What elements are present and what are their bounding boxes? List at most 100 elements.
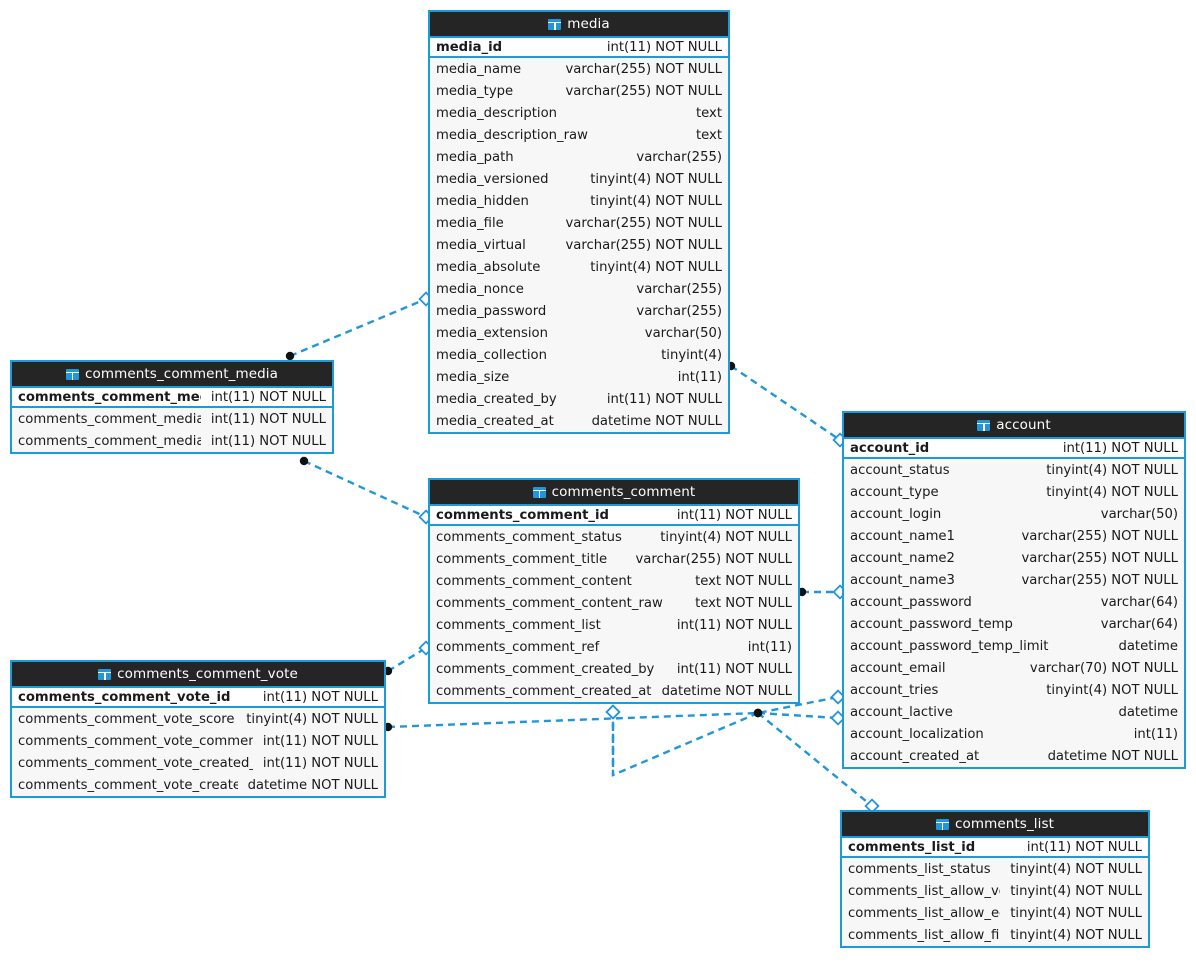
column-row[interactable]: comments_list_allow_votingtinyint(4) NOT… <box>842 880 1148 902</box>
column-type: tinyint(4) NOT NULL <box>660 529 792 545</box>
column-type: varchar(50) <box>644 325 722 341</box>
column-row[interactable]: account_name1 varchar(255) NOT NULL <box>844 525 1184 547</box>
column-type: varchar(64) <box>1100 594 1178 610</box>
column-name: media_name <box>436 61 522 77</box>
column-name: media_absolute <box>436 259 541 275</box>
column-row[interactable]: media_description_raw text <box>430 124 728 146</box>
table-header-comments_comment_vote[interactable]: comments_comment_vote <box>12 662 384 686</box>
column-type: int(11) NOT NULL <box>262 689 378 705</box>
table-header-comments_list[interactable]: comments_list <box>842 812 1148 836</box>
table-header-comments_comment[interactable]: comments_comment <box>430 480 798 504</box>
column-name: comments_comment_vote_id <box>18 689 231 705</box>
table-columns: comments_comment_media_srcint(11) NOT NU… <box>12 408 332 452</box>
table-icon <box>935 818 949 830</box>
table-title: account <box>996 417 1051 433</box>
column-name: media_description_raw <box>436 127 588 143</box>
column-type: tinyint(4) NOT NULL <box>1046 484 1178 500</box>
column-row[interactable]: comments_comment_vote_created_atdatetime… <box>12 774 384 796</box>
column-name: account_name1 <box>850 528 955 544</box>
table-header-comments_comment_media[interactable]: comments_comment_media <box>12 362 332 386</box>
column-name: media_extension <box>436 325 548 341</box>
column-type: tinyint(4) NOT NULL <box>1010 883 1142 899</box>
relationship-line <box>730 365 841 441</box>
column-row[interactable]: media_name varchar(255) NOT NULL <box>430 58 728 80</box>
table-header-account[interactable]: account <box>844 413 1184 437</box>
table-icon <box>532 486 546 498</box>
table-header-media[interactable]: media <box>430 12 728 36</box>
column-type: tinyint(4) NOT NULL <box>246 711 378 727</box>
column-row[interactable]: comments_list_allow_filestinyint(4) NOT … <box>842 924 1148 946</box>
column-type: varchar(255) NOT NULL <box>1021 572 1179 588</box>
column-row[interactable]: comments_comment_content text NOT NULL <box>430 570 798 592</box>
column-type: int(11) NOT NULL <box>1026 839 1142 855</box>
column-name: comments_comment_created_at <box>436 683 652 699</box>
column-type: text <box>695 127 722 143</box>
column-type: varchar(255) NOT NULL <box>565 61 723 77</box>
relationship-endpoint-source <box>753 708 763 718</box>
column-row[interactable]: comments_comment_media_dstint(11) NOT NU… <box>12 430 332 452</box>
column-row[interactable]: media_extension varchar(50) <box>430 322 728 344</box>
column-row[interactable]: comments_comment_media_srcint(11) NOT NU… <box>12 408 332 430</box>
table-icon <box>548 18 562 30</box>
column-name: account_status <box>850 462 950 478</box>
column-name: comments_comment_ref <box>436 639 600 655</box>
column-name: comments_comment_vote_created_at <box>18 777 238 793</box>
column-type: text NOT NULL <box>695 573 792 589</box>
column-name: comments_comment_media_dst <box>18 433 201 449</box>
column-name: comments_comment_content <box>436 573 632 589</box>
column-type: varchar(255) NOT NULL <box>1021 528 1179 544</box>
column-type: int(11) NOT NULL <box>606 39 722 55</box>
primary-key-row[interactable]: comments_comment_vote_id int(11) NOT NULL <box>12 686 384 708</box>
